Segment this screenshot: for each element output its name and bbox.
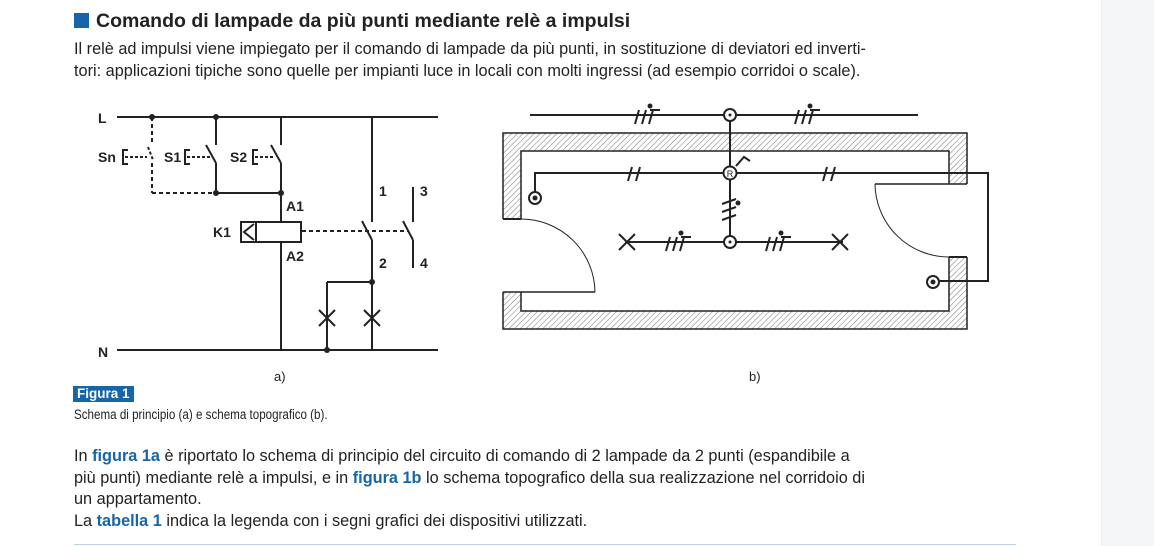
heading-text: Comando di lampade da più punti mediante…: [96, 10, 631, 32]
intro-line: Il relè ad impulsi viene impiegato per i…: [74, 40, 866, 58]
topographic-b: R: [500, 103, 989, 330]
label-A1: A1: [286, 198, 304, 214]
table-1-link[interactable]: tabella 1: [96, 511, 162, 530]
label-S1: S1: [164, 149, 181, 165]
intro-line: tori: applicazioni tipiche sono quelle p…: [74, 62, 861, 80]
side-panel: [1101, 0, 1154, 546]
sublabel-a: a): [274, 369, 286, 384]
figure-caption: Schema di principio (a) e schema topogra…: [74, 407, 328, 422]
text: più punti) mediante relè a impulsi, e in: [74, 468, 353, 487]
relay-icon: [722, 165, 738, 181]
figure-1b-link[interactable]: figura 1b: [352, 468, 422, 487]
text: è riportato lo schema di principio del c…: [159, 447, 850, 465]
section-divider: [74, 544, 1016, 545]
text: La: [74, 511, 97, 530]
schematic-a: [117, 116, 438, 351]
junction-dots: [149, 114, 375, 353]
label-A2: A2: [286, 248, 304, 264]
label-S2: S2: [230, 149, 247, 165]
body-paragraph: In figura 1a è riportato lo schema di pr…: [74, 446, 1034, 532]
sublabel-b: b): [749, 369, 761, 384]
text: indica la legenda con i segni grafici de…: [161, 511, 588, 530]
relay-mark: R: [727, 169, 734, 179]
label-K1: K1: [213, 224, 231, 240]
square-bullet-icon: [74, 13, 89, 28]
label-contact-1: 1: [379, 183, 387, 199]
text: In: [74, 447, 93, 465]
figure-badge: Figura 1: [73, 386, 134, 402]
figure-1a-link[interactable]: figura 1a: [92, 447, 160, 465]
text: lo schema topografico della sua realizza…: [421, 468, 865, 487]
intro-paragraph: Il relè ad impulsi viene impiegato per i…: [74, 38, 1034, 82]
label-contact-4: 4: [420, 255, 428, 271]
label-contact-2: 2: [379, 255, 387, 271]
label-N: N: [98, 344, 108, 360]
label-L: L: [98, 110, 107, 126]
section-heading: Comando di lampade da più punti mediante…: [74, 10, 630, 33]
text: un appartamento.: [74, 490, 202, 508]
label-Sn: Sn: [98, 149, 116, 165]
label-contact-3: 3: [420, 183, 428, 199]
